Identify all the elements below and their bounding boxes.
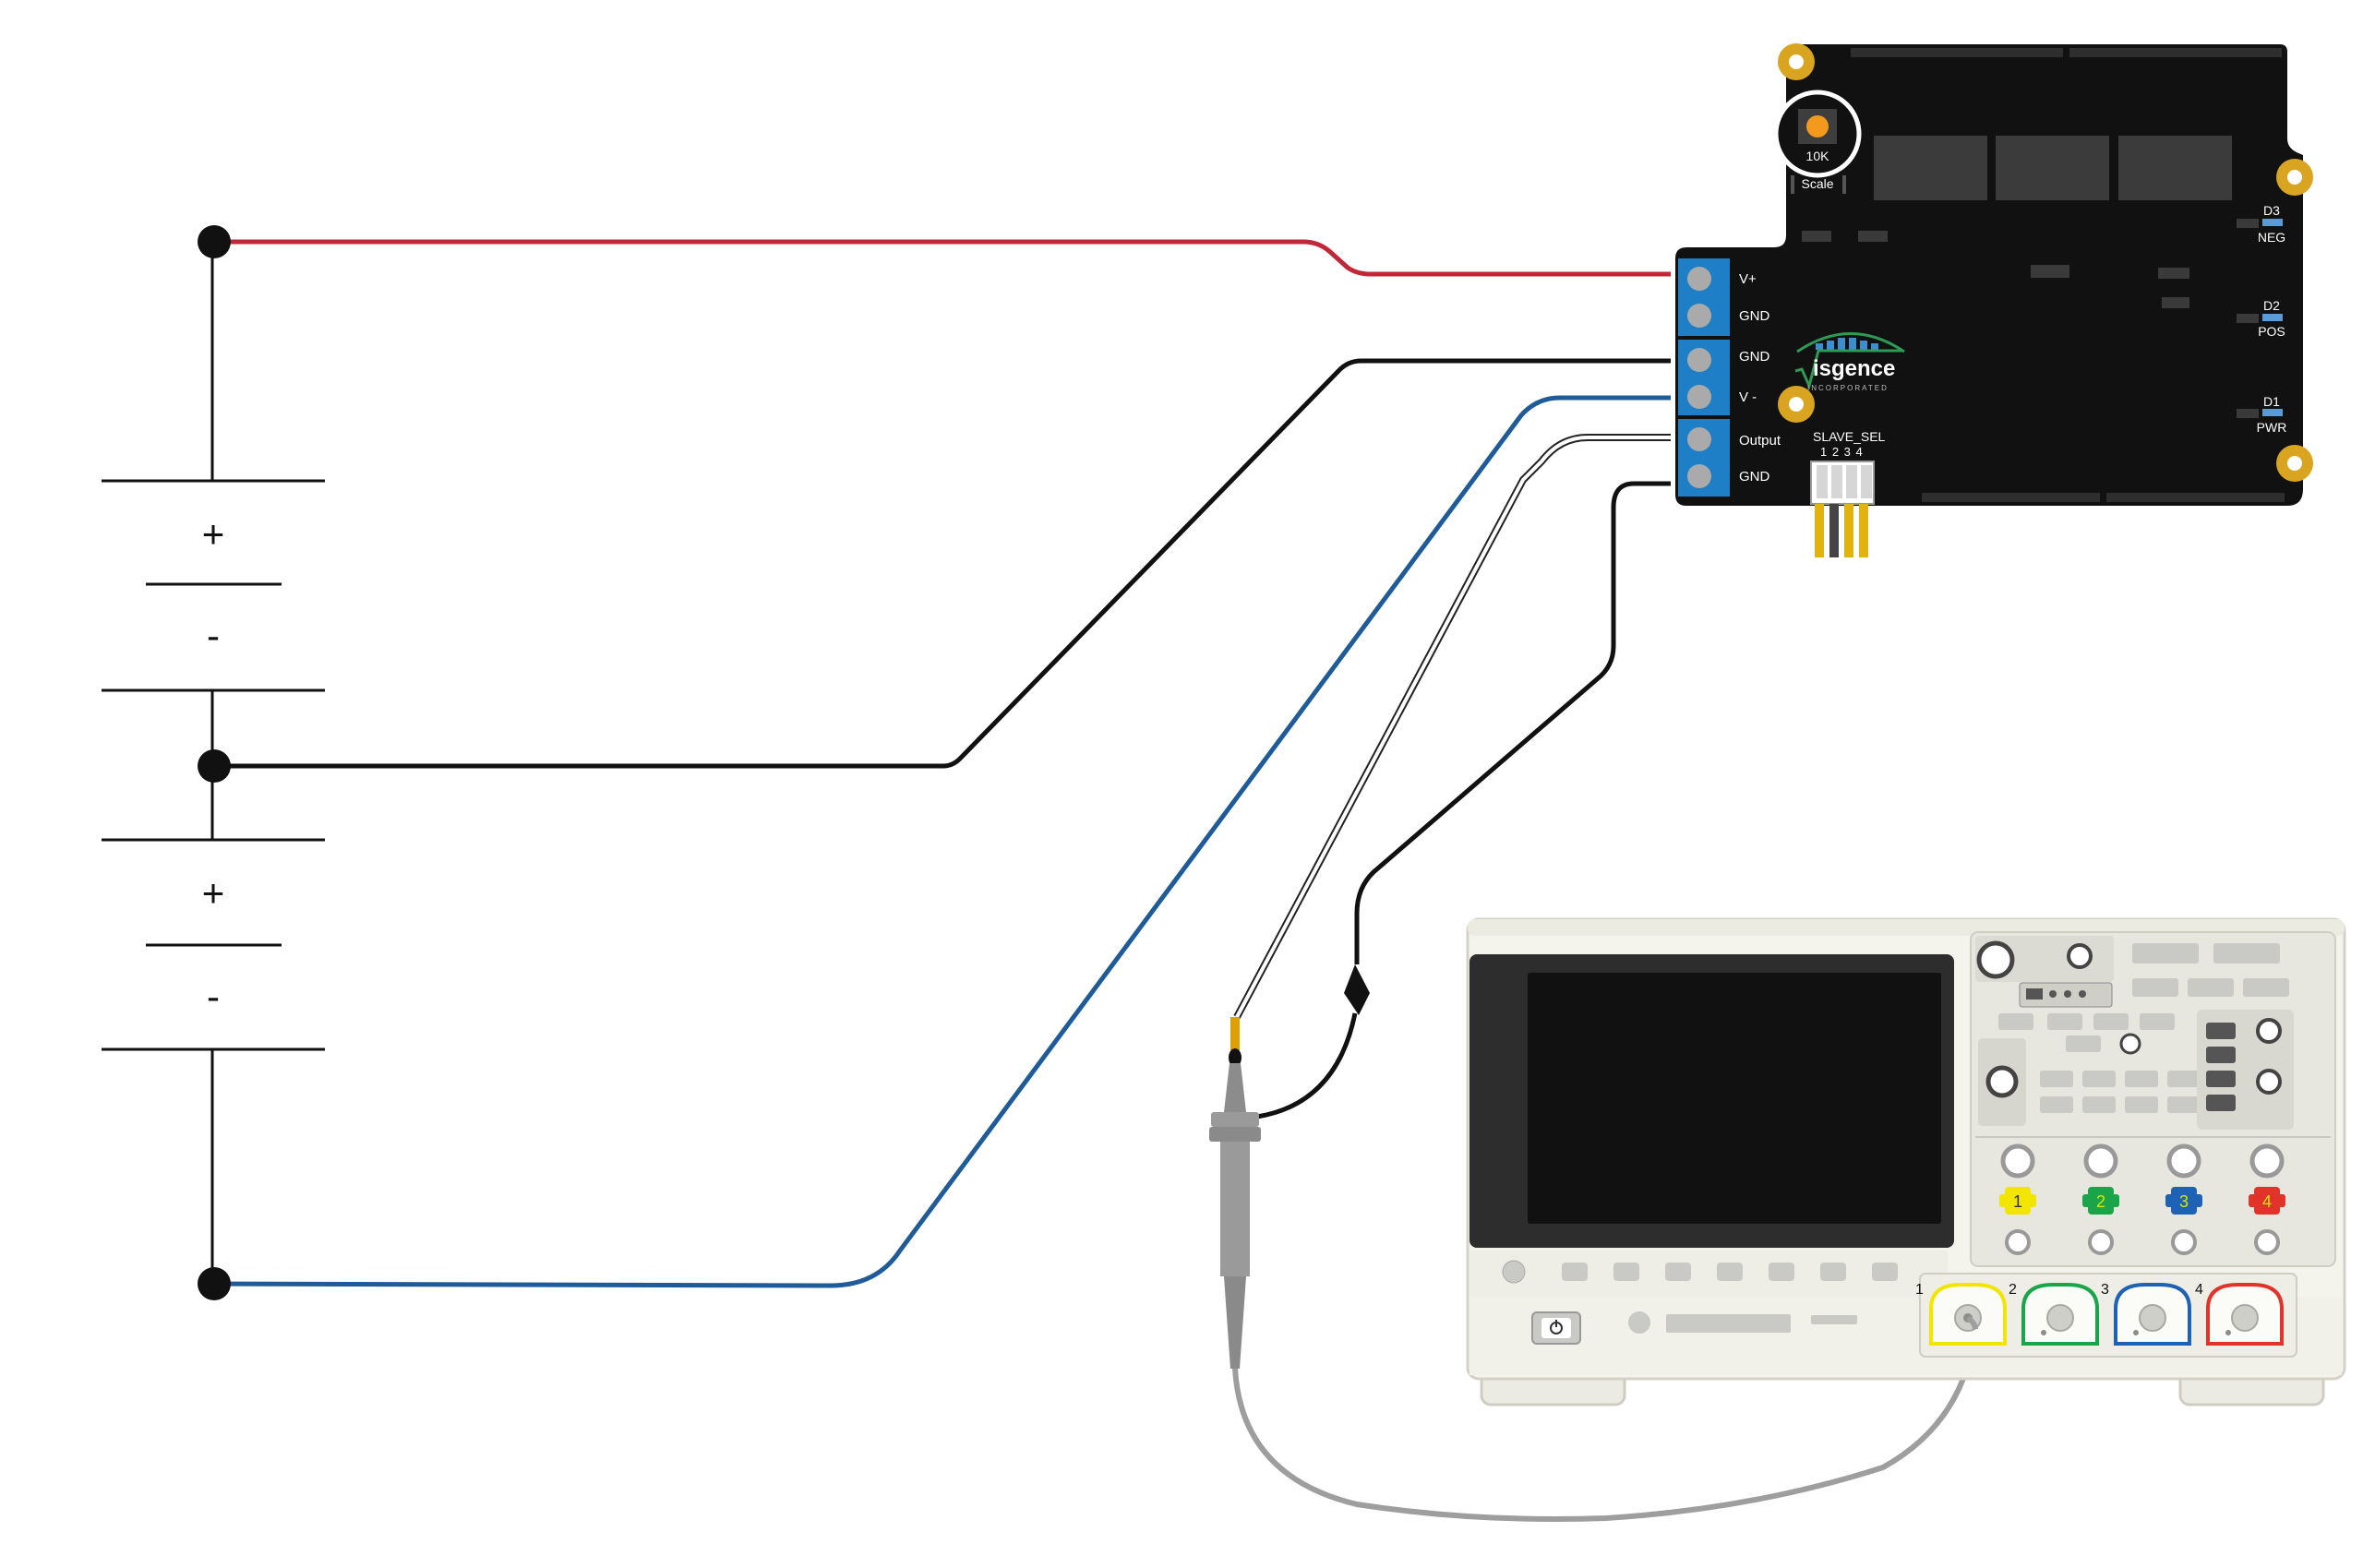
cell1-minus-label: - xyxy=(207,614,220,657)
softkey-3[interactable] xyxy=(1665,1263,1691,1281)
softkey-6[interactable] xyxy=(1820,1263,1846,1281)
visgence-board: 10K Scale isgence INCORPORATED SLAVE_SEL… xyxy=(1675,43,2313,557)
led-d1: D1 PWR xyxy=(2257,394,2287,435)
terminal-screw-gnd-3[interactable] xyxy=(1687,464,1711,488)
scope-screen xyxy=(1528,973,1941,1224)
pot-value-label: 10K xyxy=(1806,149,1830,163)
led-d1-name: PWR xyxy=(2257,420,2287,435)
led-d2-id: D2 xyxy=(2263,298,2280,313)
softkey-row xyxy=(1502,1260,1898,1284)
logo-subtext: INCORPORATED xyxy=(1807,384,1889,392)
terminal-label-vminus: V - xyxy=(1739,389,1757,405)
slave-sel-header[interactable] xyxy=(1810,461,1875,557)
terminal-label-vplus: V+ xyxy=(1739,271,1757,287)
ch3-input-label: 3 xyxy=(2101,1282,2109,1298)
wire-black-probe-gnd xyxy=(1354,481,1671,964)
ch2-input[interactable] xyxy=(2021,1283,2099,1346)
ch1-input[interactable] xyxy=(1929,1283,2007,1346)
visgence-logo: isgence INCORPORATED xyxy=(1794,332,1905,392)
ch3-offset-knob[interactable] xyxy=(2171,1229,2197,1255)
usb-slot[interactable] xyxy=(1666,1314,1791,1333)
softkey-menu-button[interactable] xyxy=(1502,1260,1526,1284)
led-d1-id: D1 xyxy=(2263,394,2280,409)
ch3-button-label: 3 xyxy=(2179,1192,2189,1211)
cursor-knob[interactable] xyxy=(2256,1018,2282,1044)
cell2-minus-label: - xyxy=(207,975,220,1018)
terminal-screw-vminus[interactable] xyxy=(1687,385,1711,409)
logo-text: isgence xyxy=(1813,356,1895,381)
wire-blue-vminus xyxy=(213,395,1671,1288)
terminal-screw-gnd-1[interactable] xyxy=(1687,304,1711,328)
ch2-offset-knob[interactable] xyxy=(2088,1229,2114,1255)
ch4-scale-knob[interactable] xyxy=(2249,1143,2285,1179)
battery-node-bottom xyxy=(198,1267,231,1300)
terminal-screw-gnd-2[interactable] xyxy=(1687,348,1711,372)
oscilloscope: 1 2 3 4 1 xyxy=(1466,917,2346,1406)
led-d2-name: POS xyxy=(2258,324,2285,339)
entry-knob[interactable] xyxy=(1985,1065,2019,1098)
terminal-label-gnd-1: GND xyxy=(1739,308,1770,324)
battery-node-top xyxy=(198,225,231,258)
softkey-4[interactable] xyxy=(1717,1263,1743,1281)
terminal-label-output: Output xyxy=(1739,433,1781,449)
ch4-button-label: 4 xyxy=(2262,1192,2272,1211)
usb-port-knob[interactable] xyxy=(1628,1311,1650,1334)
ch3-scale-knob[interactable] xyxy=(2166,1143,2201,1179)
ch1-scale-knob[interactable] xyxy=(2000,1143,2035,1179)
ch2-button-label: 2 xyxy=(2096,1192,2105,1211)
terminal-label-gnd-3: GND xyxy=(1739,469,1770,485)
power-button[interactable] xyxy=(1531,1311,1581,1345)
wire-red-vplus xyxy=(214,239,1671,277)
ch1-button-label: 1 xyxy=(2013,1192,2022,1211)
cell2-plus-label: + xyxy=(202,871,225,915)
terminal-block xyxy=(1678,258,1730,497)
battery-stack: + - + - xyxy=(102,242,325,1284)
ground-clip xyxy=(1344,964,1370,1015)
cell1-plus-label: + xyxy=(202,512,225,556)
led-d3: D3 NEG xyxy=(2258,203,2285,245)
slave-sel-pins: 1 2 3 4 xyxy=(1820,445,1864,459)
ch2-input-label: 2 xyxy=(2009,1282,2017,1298)
softkey-2[interactable] xyxy=(1613,1263,1639,1281)
softkey-5[interactable] xyxy=(1769,1263,1794,1281)
wire-black-gnd xyxy=(214,358,1671,769)
ch4-input-label: 4 xyxy=(2195,1282,2203,1298)
ch3-input[interactable] xyxy=(2114,1283,2191,1346)
oscilloscope-probe xyxy=(1209,964,1978,1522)
softkey-1[interactable] xyxy=(1562,1263,1588,1281)
terminal-screw-output[interactable] xyxy=(1687,427,1711,451)
ch2-scale-knob[interactable] xyxy=(2083,1143,2118,1179)
slave-sel-label: SLAVE_SEL xyxy=(1813,429,1886,444)
battery-node-mid xyxy=(198,749,231,783)
horizontal-knob[interactable] xyxy=(1976,940,2015,979)
terminal-screw-vplus[interactable] xyxy=(1687,267,1711,291)
ch4-offset-knob[interactable] xyxy=(2254,1229,2280,1255)
probe-cable xyxy=(1232,1325,1978,1522)
ch4-input[interactable] xyxy=(2206,1283,2284,1346)
scale-potentiometer[interactable] xyxy=(1773,90,1862,178)
ch1-input-label: 1 xyxy=(1915,1282,1924,1298)
led-d3-id: D3 xyxy=(2263,203,2280,218)
trigger-knob[interactable] xyxy=(2067,943,2093,969)
led-d3-name: NEG xyxy=(2258,230,2285,245)
led-d2: D2 POS xyxy=(2258,298,2285,339)
softkey-7[interactable] xyxy=(1872,1263,1898,1281)
terminal-label-gnd-2: GND xyxy=(1739,349,1770,365)
channel-controls: 1 2 3 4 xyxy=(1999,1143,2285,1255)
pot-scale-label: Scale xyxy=(1801,176,1833,191)
ch1-offset-knob[interactable] xyxy=(2005,1229,2031,1255)
level-knob[interactable] xyxy=(2256,1069,2282,1095)
